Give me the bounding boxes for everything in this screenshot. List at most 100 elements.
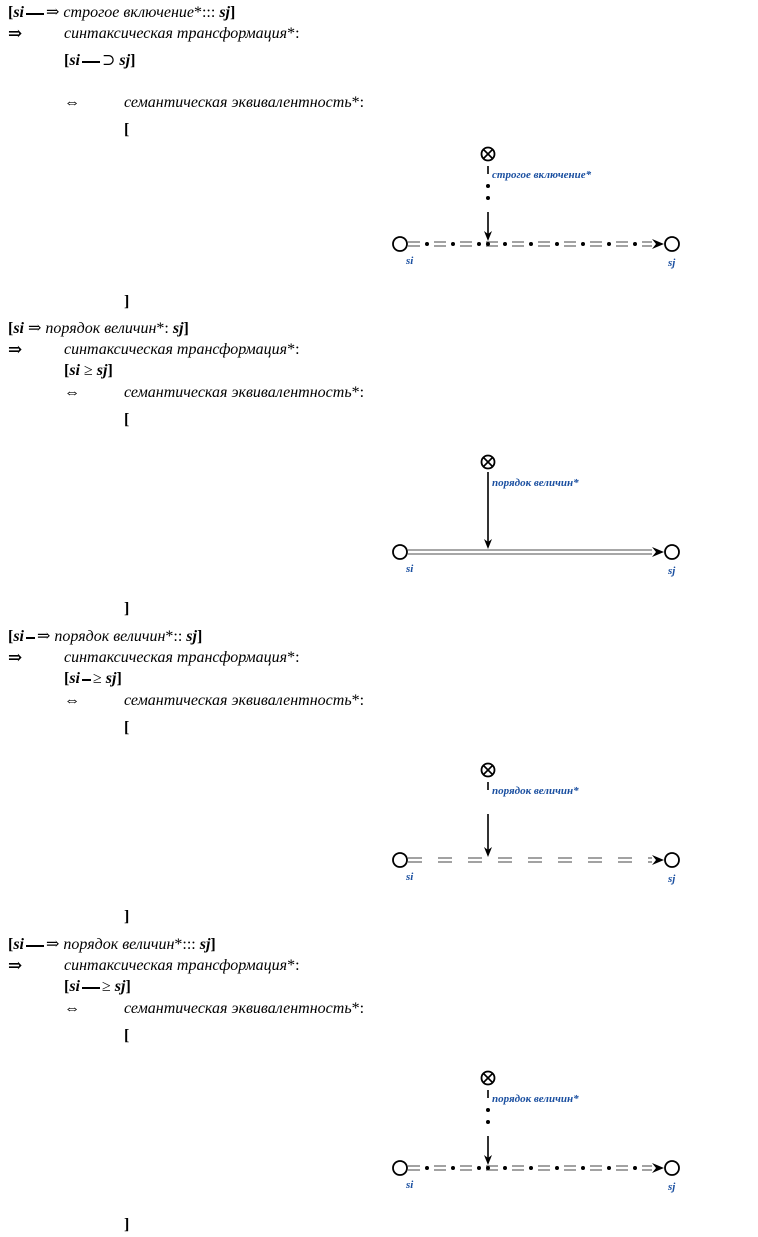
edge-dot bbox=[486, 1166, 490, 1170]
right-node-label: sj bbox=[96, 362, 108, 379]
relation-name: порядок величин bbox=[45, 320, 157, 337]
transform-line: ⇒ bbox=[8, 957, 22, 976]
source-label: si bbox=[405, 563, 414, 575]
block-header: [si⇒ порядок величин*:: sj] bbox=[8, 628, 202, 646]
edge-dot bbox=[486, 1108, 490, 1112]
edge-arrowhead bbox=[652, 855, 664, 865]
implication-sign: ⇒ bbox=[46, 936, 60, 953]
target-node bbox=[664, 236, 680, 252]
transform-label: синтаксическая трансформация bbox=[64, 649, 288, 666]
edge-dot bbox=[486, 184, 490, 188]
edge-dot bbox=[607, 242, 611, 246]
source-label: si bbox=[405, 871, 414, 883]
close-bracket: ] bbox=[107, 362, 113, 379]
close-bracket: ] bbox=[230, 4, 236, 21]
operator: ⊃ bbox=[102, 52, 116, 69]
equiv-label-line: семантическая эквивалентность*: bbox=[124, 384, 364, 402]
arc-arrowhead bbox=[484, 231, 492, 241]
star-mark: *: bbox=[287, 25, 300, 42]
edge-arrowhead bbox=[652, 547, 664, 557]
edge-arrowhead bbox=[652, 239, 664, 249]
edge-dot bbox=[486, 196, 490, 200]
right-node-label: sj bbox=[114, 978, 126, 995]
open-bracket: [ bbox=[8, 320, 14, 337]
source-node bbox=[392, 236, 408, 252]
close-bracket: ] bbox=[210, 936, 216, 953]
relation-label: порядок величин* bbox=[492, 785, 579, 797]
left-node-label: si bbox=[69, 670, 80, 687]
right-node-label: sj bbox=[172, 320, 184, 337]
formula: [si≥ sj] bbox=[64, 670, 122, 688]
colons: ::: bbox=[201, 4, 216, 21]
colons: :: bbox=[173, 628, 183, 645]
open-bracket: [ bbox=[124, 121, 130, 138]
edge-dot bbox=[425, 1166, 429, 1170]
right-node-label: sj bbox=[186, 628, 197, 645]
edge-dot bbox=[529, 1166, 533, 1170]
open-bracket: [ bbox=[64, 978, 70, 995]
close-bracket: ] bbox=[116, 670, 122, 687]
block-header: [si ⇒ порядок величин*: sj] bbox=[8, 320, 189, 338]
star-mark: * bbox=[165, 628, 174, 645]
transform-line: ⇒ bbox=[8, 25, 22, 44]
operator: ≥ bbox=[84, 362, 93, 379]
arc-arrowhead bbox=[484, 1155, 492, 1165]
source-node bbox=[392, 544, 408, 560]
relation-label: порядок величин* bbox=[492, 1093, 579, 1105]
edge-dot bbox=[503, 242, 507, 246]
source-node bbox=[392, 852, 408, 868]
star-mark: *: bbox=[351, 692, 365, 709]
equivalence-sign: ⇔ bbox=[64, 692, 80, 709]
transform-arrow: ⇒ bbox=[8, 340, 23, 359]
edge-dot bbox=[451, 242, 455, 246]
transform-label: синтаксическая трансформация bbox=[64, 25, 288, 42]
edge-dot bbox=[607, 1166, 611, 1170]
relation-node-cross bbox=[482, 1072, 494, 1084]
var-underline bbox=[26, 944, 44, 947]
implication-sign: ⇒ bbox=[37, 628, 51, 645]
open-bracket: [ bbox=[124, 1027, 130, 1044]
operator: ≥ bbox=[93, 670, 102, 687]
open-bracket: [ bbox=[64, 52, 70, 69]
equiv-label: семантическая эквивалентность bbox=[124, 1000, 352, 1017]
edge-dot bbox=[503, 1166, 507, 1170]
left-node-label: si bbox=[13, 320, 24, 337]
var-underline bbox=[82, 678, 91, 681]
edge-dot bbox=[555, 1166, 559, 1170]
star-mark: *: bbox=[351, 94, 365, 111]
block-header: [si⇒ порядок величин*::: sj] bbox=[8, 936, 216, 954]
equiv-label-line: семантическая эквивалентность*: bbox=[124, 94, 364, 112]
open-bracket: [ bbox=[64, 362, 70, 379]
edge-dot bbox=[486, 1120, 490, 1124]
var-underline bbox=[82, 986, 100, 989]
edge-dot bbox=[633, 242, 637, 246]
arc-arrowhead bbox=[484, 847, 492, 857]
edge-dot bbox=[425, 242, 429, 246]
formula: [si⊃ sj] bbox=[64, 52, 135, 70]
close-bracket: ] bbox=[124, 908, 130, 925]
transform-label-line: синтаксическая трансформация*: bbox=[64, 25, 300, 43]
open-bracket: [ bbox=[8, 628, 14, 645]
transform-label-line: синтаксическая трансформация*: bbox=[64, 341, 300, 359]
edge-dot bbox=[451, 1166, 455, 1170]
left-node-label: si bbox=[69, 362, 80, 379]
left-node-label: si bbox=[13, 936, 24, 953]
diagram-group: порядок величин* si sj bbox=[392, 1070, 680, 1193]
target-label: sj bbox=[667, 1181, 676, 1193]
var-underline bbox=[82, 60, 100, 63]
star-mark: * bbox=[156, 320, 165, 337]
edge-dot bbox=[477, 1166, 481, 1170]
operator: ≥ bbox=[102, 978, 111, 995]
transform-label-line: синтаксическая трансформация*: bbox=[64, 649, 300, 667]
close-bracket: ] bbox=[125, 978, 131, 995]
edge-dot bbox=[529, 242, 533, 246]
implication-sign: ⇒ bbox=[46, 4, 60, 21]
equiv-label-line: семантическая эквивалентность*: bbox=[124, 1000, 364, 1018]
edge-dot bbox=[633, 1166, 637, 1170]
equiv-label: семантическая эквивалентность bbox=[124, 692, 352, 709]
source-label: si bbox=[405, 1179, 414, 1191]
var-underline bbox=[26, 636, 35, 639]
